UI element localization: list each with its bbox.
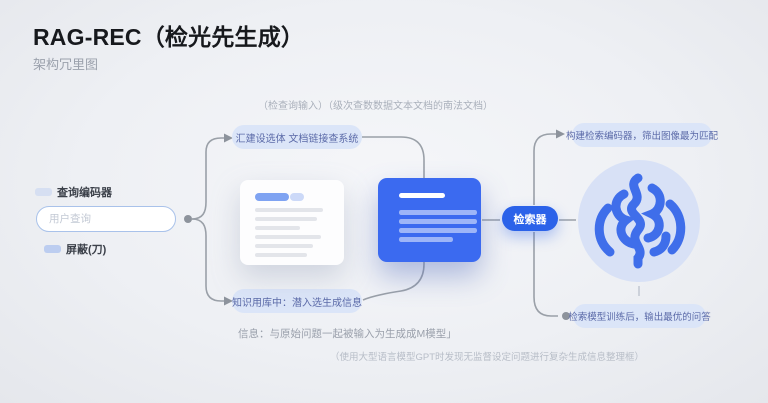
page-subtitle: 架构冗里图 [33, 57, 99, 72]
caption-generation-note: 信息：与原始问题一起被输入为生成成M模型」 [238, 328, 457, 340]
document-text-line [255, 217, 317, 221]
connector-retriever-to-topright [533, 133, 556, 205]
document-card-title-bar-tail [290, 193, 304, 201]
document-text-line [255, 244, 313, 248]
brain-icon [578, 160, 700, 282]
mask-chip-icon [44, 245, 61, 253]
connector-input-to-doc-encoder [191, 137, 224, 220]
document-text-line [255, 208, 323, 212]
encoded-card-title-bar [399, 193, 445, 198]
encoded-document-card [378, 178, 481, 262]
connector-input-to-knowledge [191, 218, 224, 302]
encoded-text-line [399, 219, 477, 224]
user-query-input[interactable] [36, 206, 176, 232]
connector-retriever-to-bottomright [533, 232, 558, 317]
retriever-output-pill: 检索模型训练后，输出最优的问答 [568, 304, 711, 328]
connector-dot-bottomright [562, 312, 570, 320]
connector-dot-input [184, 215, 192, 223]
page-title: RAG-REC（检光先生成） [33, 24, 305, 50]
retriever-badge: 检索器 [502, 206, 558, 231]
encoded-text-line [399, 210, 477, 215]
retriever-encoder-pill: 构建检索编码器，筛出图像最为匹配 [566, 123, 718, 147]
arrowhead-doc-encoder [224, 133, 233, 143]
doc-encoder-pill: 汇建设选体 文档链接查系统 [232, 125, 362, 149]
document-card-title-bar [255, 193, 289, 201]
document-card [240, 180, 344, 265]
knowledge-base-pill: 知识用库中：潜入选生成信息 [232, 289, 362, 313]
encoded-text-line [399, 237, 453, 242]
query-encoder-chip-icon [35, 188, 52, 196]
document-text-line [255, 253, 307, 257]
caption-llm-note: （使用大型语言模型GPT时发现无监督设定问题进行复杂生成信息整理框） [330, 352, 645, 363]
document-text-line [255, 226, 300, 230]
document-text-line [255, 235, 321, 239]
arrowhead-topright [556, 129, 565, 139]
mask-label: 屏蔽(刀) [66, 244, 107, 256]
arrowhead-knowledge [224, 296, 233, 306]
encoded-text-line [399, 228, 477, 233]
connector-bracket [362, 136, 425, 301]
caption-query-input: （检查询输入）（级次查数数据文本文档的南法文档） [258, 101, 493, 112]
query-encoder-label: 查询编码器 [57, 187, 112, 199]
